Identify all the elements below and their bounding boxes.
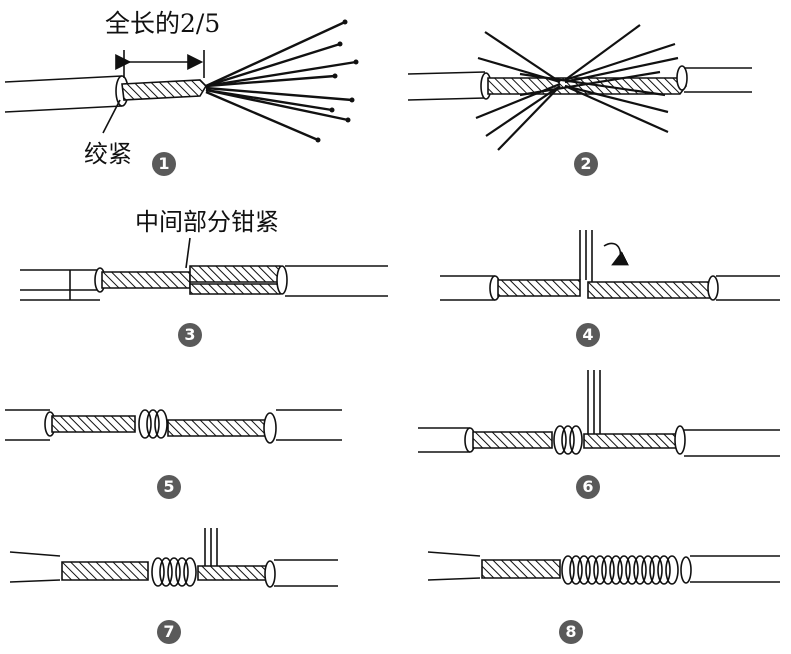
step-badge-3: 3 [178,323,202,347]
twist-tight-label: 绞紧 [84,140,132,168]
step-3-illustration [20,237,388,301]
full-length-fraction-label: 全长的2/5 [105,9,221,38]
step-5-illustration [5,409,342,444]
twisted-core [121,79,208,101]
step-7-illustration [9,528,338,588]
step-1-illustration [4,19,359,143]
clamp-leader-line [185,237,191,269]
middle-clamp-label: 中间部分钳紧 [135,208,279,236]
step-badge-7: 7 [157,620,181,644]
step-8-illustration [427,551,780,585]
step-badge-8: 8 [559,620,583,644]
twist-leader-line [102,99,121,134]
step-6-illustration [418,370,780,457]
raised-strands [579,230,593,282]
step-2-illustration [407,24,752,151]
wrap-direction-arrow [603,242,630,266]
strand-tips [315,19,359,143]
splayed-strands [205,20,357,142]
step-badge-6: 6 [576,475,600,499]
step-4-illustration [440,230,780,301]
cable-insulation [4,75,123,113]
step-badge-4: 4 [576,323,600,347]
wrap-coils [138,409,168,439]
step-badge-2: 2 [574,152,598,176]
step-badge-1: 1 [152,152,176,176]
interleaved-strands [475,24,679,151]
step-badge-5: 5 [157,475,181,499]
